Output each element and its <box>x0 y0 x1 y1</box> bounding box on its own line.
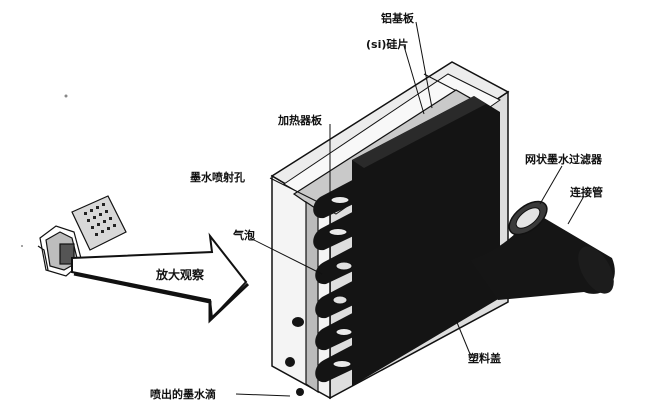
ink-channels <box>313 176 364 383</box>
label-ejected-droplet: 喷出的墨水滴 <box>150 388 216 401</box>
plastic-cover <box>352 96 500 386</box>
label-plastic-cover: 塑料盖 <box>468 352 501 365</box>
ink-channel <box>315 340 364 383</box>
label-mesh-filter: 网状墨水过滤器 <box>525 153 602 166</box>
print-cartridge-icon <box>37 195 127 277</box>
ink-channel <box>315 242 364 285</box>
ink-channel <box>313 208 362 251</box>
label-ink-nozzle: 墨水喷射孔 <box>190 171 245 184</box>
label-heater-plate: 加热器板 <box>278 114 322 127</box>
label-bubble: 气泡 <box>233 229 255 242</box>
leader-lines <box>235 21 585 397</box>
ink-channel <box>315 276 364 319</box>
label-silicon-chip: (si)硅片 <box>366 38 409 51</box>
ink-channel <box>313 176 362 219</box>
ink-droplets <box>285 317 304 396</box>
magnify-arrow <box>71 232 250 324</box>
label-connector-tube: 连接管 <box>570 186 603 199</box>
label-aluminum-substrate: 铝基板 <box>381 12 414 25</box>
connector-tube <box>470 200 615 300</box>
label-magnify-view: 放大观察 <box>156 268 205 282</box>
ink-channel <box>315 308 364 351</box>
